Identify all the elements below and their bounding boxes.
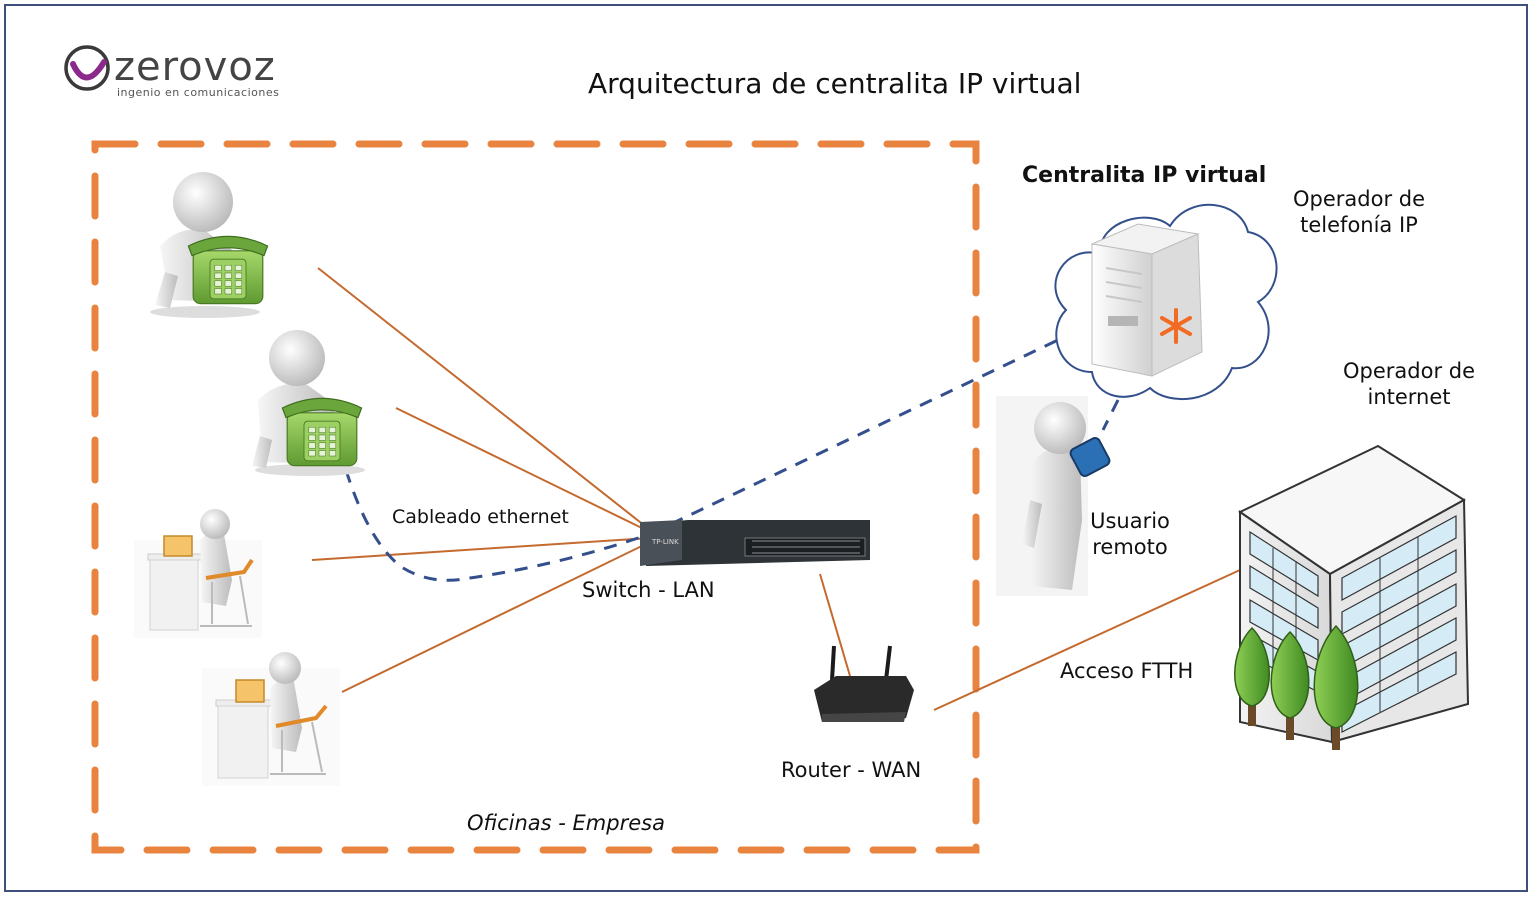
person-desk-icon bbox=[202, 652, 340, 786]
router-label: Router - WAN bbox=[781, 758, 922, 782]
ip-operator-line-1: Operador de bbox=[1292, 187, 1426, 211]
ethernet-cables bbox=[311, 267, 1241, 711]
remote-user-line-2: remoto bbox=[1092, 535, 1168, 560]
diagram-title: Arquitectura de centralita IP virtual bbox=[588, 67, 1082, 100]
cabling-label: Cableado ethernet bbox=[392, 506, 569, 528]
internet-operator-line-1: Operador de bbox=[1342, 359, 1476, 383]
remote-user-label: Usuario remoto bbox=[1080, 508, 1180, 561]
remote-user-line-1: Usuario bbox=[1090, 509, 1170, 533]
network-switch-icon: TP-LINK bbox=[640, 520, 870, 566]
tree-icon bbox=[1234, 626, 1270, 726]
ftth-label: Acceso FTTH bbox=[1060, 659, 1194, 683]
logo-tagline: ingenio en comunicaciones bbox=[117, 86, 280, 99]
switch-label: Switch - LAN bbox=[582, 578, 715, 602]
tree-icon bbox=[1313, 624, 1359, 750]
person-phone-icon bbox=[252, 330, 365, 476]
internet-operator-label: Operador de internet bbox=[1334, 358, 1484, 411]
asterisk-icon bbox=[1160, 308, 1192, 344]
internet-operator-line-2: internet bbox=[1367, 385, 1451, 410]
logo-mark-icon bbox=[64, 45, 110, 91]
switch-brand: TP-LINK bbox=[651, 538, 679, 546]
person-phone-icon bbox=[150, 172, 269, 318]
person-desk-icon bbox=[134, 509, 262, 638]
remote-user-icon bbox=[996, 396, 1111, 596]
smartphone-icon bbox=[1069, 437, 1111, 477]
outer-frame bbox=[4, 4, 1528, 892]
ip-operator-line-2: telefonía IP bbox=[1300, 213, 1418, 238]
logo-wordmark: zerovoz bbox=[114, 44, 276, 90]
voip-links bbox=[344, 338, 1120, 582]
office-label: Oficinas - Empresa bbox=[467, 811, 665, 835]
server-icon bbox=[1090, 223, 1203, 377]
ip-operator-label: Operador de telefonía IP bbox=[1284, 186, 1434, 239]
tree-icon bbox=[1270, 630, 1310, 740]
wifi-router-icon bbox=[814, 645, 914, 722]
pbx-label: Centralita IP virtual bbox=[1022, 163, 1267, 188]
